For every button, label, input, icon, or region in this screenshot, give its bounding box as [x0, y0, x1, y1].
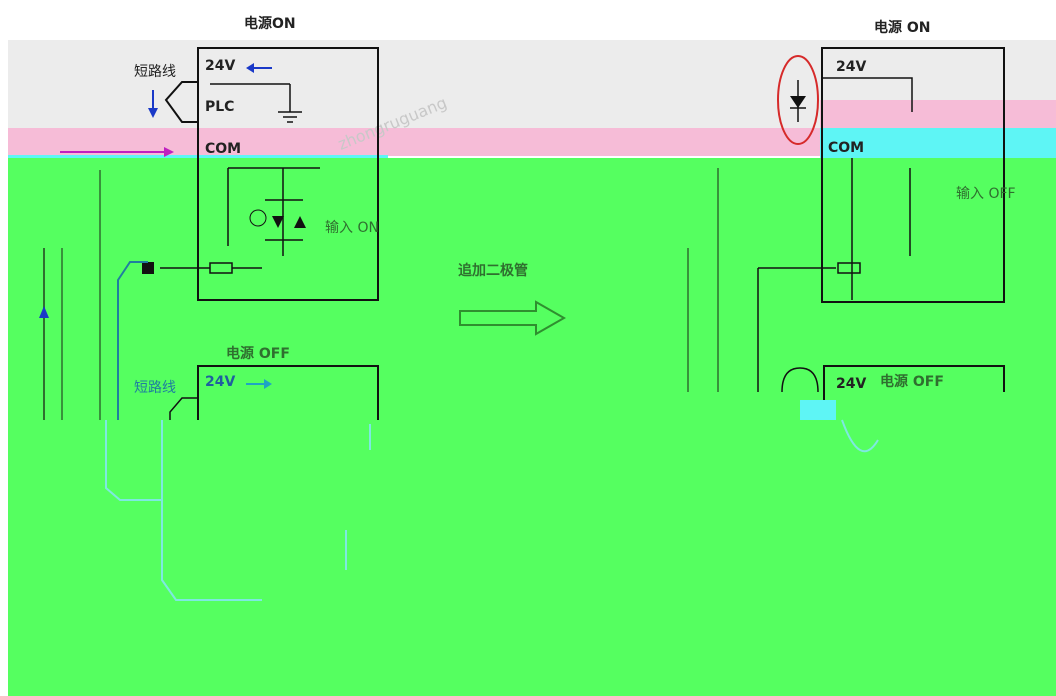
right-bottom-24v-label: 24V — [836, 376, 866, 392]
terminal-icon — [142, 262, 154, 274]
internal-wire-right — [822, 77, 913, 112]
add-diode-label: 追加二极管 — [458, 262, 528, 279]
plc-box-right-bottom — [823, 365, 1005, 420]
arrow-up-icon — [39, 306, 49, 318]
green-overlay — [8, 158, 1056, 696]
short-wire-loop-bottom — [169, 397, 198, 420]
left-top-short-wire-label: 短路线 — [134, 64, 176, 80]
right-top-24v-label: 24V — [836, 59, 866, 75]
left-bottom-24v-label: 24V — [205, 374, 235, 390]
left-bottom-short-wire-label: 短路线 — [134, 380, 176, 396]
middle-transition: 追加二极管 — [458, 262, 567, 336]
plc-box-right-top — [821, 47, 1005, 303]
faint-wire-2 — [161, 420, 262, 601]
right-top-input-label: 输入 OFF — [956, 186, 1016, 202]
plc-box-left-top — [197, 47, 379, 301]
arrow-right-small-icon — [264, 379, 272, 389]
resistor-icon — [209, 262, 233, 274]
arrow-down-icon — [148, 108, 158, 118]
right-top-power-label: 电源 ON — [874, 19, 931, 36]
right-top-circuit: 电源 ON 24V COM 输入 OFF — [687, 19, 1016, 392]
left-bottom-power-label: 电源 OFF — [226, 345, 290, 362]
left-top-circuit: 电源ON 24V PLC COM 短路线 输入 ON — [39, 15, 379, 420]
left-top-com-label: COM — [205, 141, 241, 157]
highlight-circle — [777, 55, 819, 145]
faint-wire-right — [841, 419, 879, 453]
right-bottom-power-label: 电源 OFF — [880, 373, 944, 390]
plc-box-left-bottom — [197, 365, 379, 420]
arrow-right-icon — [164, 147, 174, 157]
right-top-com-label: COM — [828, 140, 864, 156]
right-bottom-circuit: 24V 电源 OFF — [781, 365, 1005, 453]
pink-band-right — [820, 100, 1056, 128]
resistor-right-icon — [837, 262, 861, 274]
cyan-band-right — [820, 128, 1056, 158]
led-icon — [294, 216, 306, 228]
short-wire-loop — [164, 81, 198, 123]
left-top-input-label: 输入 ON — [325, 220, 379, 236]
left-top-power-label: 电源ON — [244, 15, 296, 32]
cyan-marker — [800, 400, 836, 420]
external-wire — [117, 261, 148, 420]
left-top-24v-label: 24V — [205, 58, 235, 74]
faint-wire-1 — [105, 420, 162, 501]
arrow-left-icon — [246, 63, 254, 73]
highlight-circle-bottom — [781, 367, 819, 393]
hollow-right-arrow-icon — [459, 300, 567, 336]
added-diode-icon — [790, 96, 806, 108]
left-bottom-circuit: 电源 OFF 24V 短路线 — [105, 345, 379, 601]
watermark-text: zhongruguang — [335, 93, 449, 154]
left-top-plc-label: PLC — [205, 99, 234, 115]
phototransistor-icon — [249, 209, 267, 227]
diode-icon — [272, 216, 284, 228]
